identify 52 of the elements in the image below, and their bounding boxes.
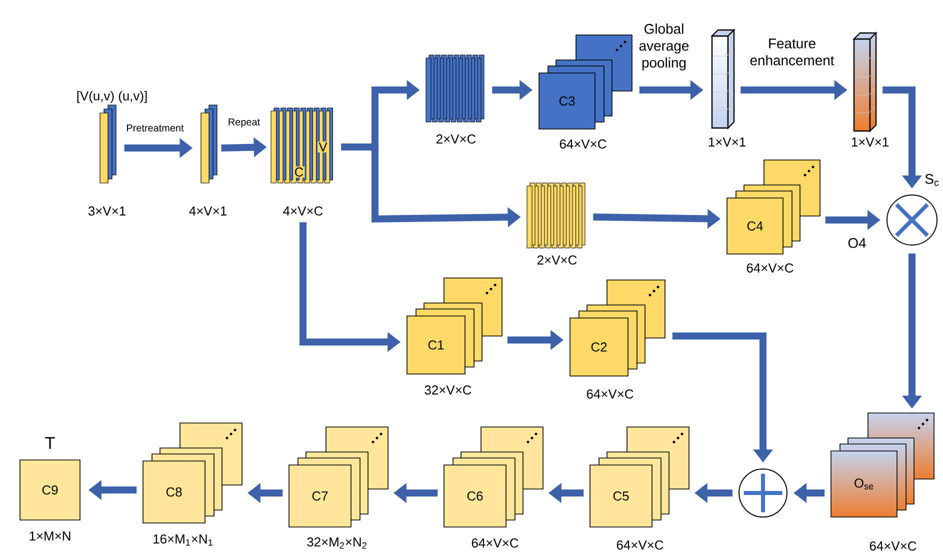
feature-map-stack: C7 <box>288 426 388 528</box>
feature-map-stack: C6 <box>444 426 544 528</box>
feature-map-stack: O$_{se}$ <box>830 412 934 518</box>
size-label: 16×M$_{1}$×N$_{1}$ <box>154 534 212 546</box>
node-label: C5 <box>613 491 629 501</box>
size-label: 1×M×N <box>30 532 70 540</box>
size-label: 64×V×C <box>586 389 634 399</box>
edge-label: Repeat <box>228 118 260 128</box>
operator-circle <box>738 468 788 518</box>
operator-circle <box>886 194 938 246</box>
edge-label: Global average pooling <box>639 24 689 70</box>
node-label: V <box>318 142 328 152</box>
node-label: C <box>294 167 304 177</box>
node-label: C7 <box>312 491 328 501</box>
size-label: 64×V×C <box>560 139 606 149</box>
size-label: 3×V×1 <box>88 206 126 216</box>
node-label: C6 <box>467 491 483 501</box>
feature-map-stack: C1 <box>406 278 502 374</box>
node-label: C3 <box>559 96 575 106</box>
size-label: 64×V×C <box>616 540 664 550</box>
size-label: 4×V×1 <box>189 206 226 216</box>
tensor-drawing <box>100 104 116 184</box>
size-label: 4×V×C <box>283 206 323 216</box>
size-label: 64×V×C <box>472 538 518 548</box>
size-label: 64×V×C <box>746 263 794 273</box>
size-label: 32×M$_{2}$×N$_{2}$ <box>307 537 366 549</box>
feature-map-stack: C9 <box>20 460 80 520</box>
tensor-drawing <box>200 104 218 184</box>
edge-label: Feature enhancement <box>750 38 834 66</box>
edge-label: O4 <box>848 238 866 248</box>
feature-map-stack: C4 <box>726 160 820 254</box>
feature-map-stack: C2 <box>570 280 666 376</box>
tensor-drawing: V C <box>270 108 333 184</box>
tensor-drawing <box>426 54 484 122</box>
size-label: 1×V×1 <box>852 138 888 146</box>
feature-map-stack: C5 <box>590 426 690 528</box>
node-label: C1 <box>428 340 444 350</box>
node-label: C4 <box>747 221 763 231</box>
size-label: [V(u,v) (u,v)] <box>77 90 147 104</box>
size-label: 32×V×C <box>424 385 472 395</box>
feature-map-stack: C3 <box>538 34 632 130</box>
size-label: 1×V×1 <box>708 138 746 146</box>
edge-label: Pretreatment <box>127 124 184 132</box>
output-label: T <box>45 437 55 449</box>
size-label: 2×V×C <box>538 255 577 265</box>
edge-label: S$_{c}$ <box>925 174 939 186</box>
size-label: 2×V×C <box>436 134 476 144</box>
tensor-drawing <box>526 182 586 248</box>
size-label: 64×V×C <box>870 541 916 551</box>
feature-map-stack: C8 <box>142 422 242 524</box>
node-label: C2 <box>591 342 607 352</box>
node-label: O$_{se}$ <box>854 478 874 490</box>
